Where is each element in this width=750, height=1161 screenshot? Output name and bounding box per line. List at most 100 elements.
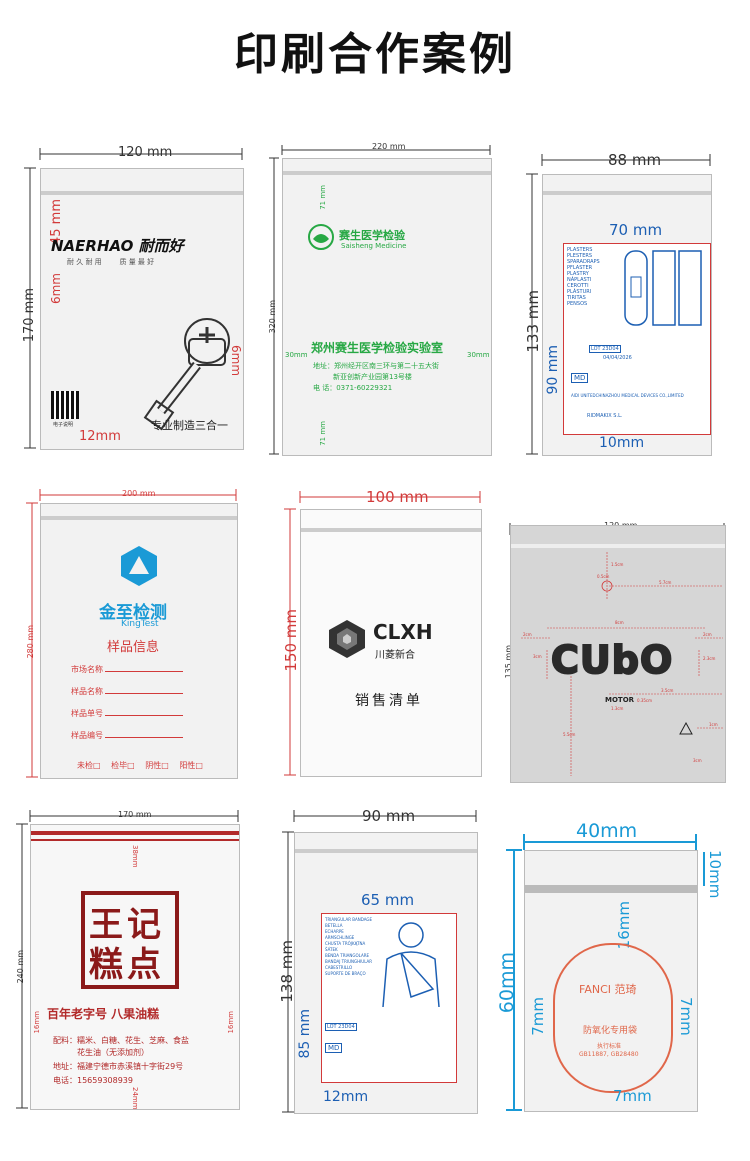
item-list: TRIANGULAR BANDAGE BETELLA ECHARPE ARMSC… bbox=[325, 917, 385, 977]
lot-number: LOT 23D04 bbox=[589, 345, 621, 353]
bag: 16mm FANCI 范琦 7mm 7mm 防氧化专用袋 执行标准 GB1188… bbox=[524, 850, 698, 1112]
qr-code bbox=[51, 391, 79, 419]
stamp-text-top: 王记 bbox=[89, 905, 165, 945]
list-item: PENSOS bbox=[567, 301, 588, 307]
top-margin-label: 10mm bbox=[706, 850, 724, 899]
zipper-strip bbox=[511, 544, 725, 548]
status-checkboxes: 未检□ 检毕□ 阴性□ 阳性□ bbox=[77, 760, 203, 771]
dimension-note: 1.5cm bbox=[611, 562, 624, 567]
width-label: 220 mm bbox=[372, 142, 406, 151]
list-item: PFLASTER bbox=[567, 265, 593, 271]
brand-en: KingTest bbox=[121, 619, 159, 629]
lab-name: 郑州赛生医学检验实验室 bbox=[311, 341, 444, 355]
width-label: 170 mm bbox=[118, 810, 152, 819]
width-label: 40mm bbox=[576, 820, 638, 842]
zipper-strip bbox=[301, 528, 481, 532]
form-field: 样品编号 bbox=[71, 730, 221, 752]
bottom-margin-label: 24mm bbox=[131, 1087, 139, 1110]
list-item: SUPORTE DE BRAÇO bbox=[325, 971, 366, 976]
dimension-note: 2cm bbox=[703, 632, 712, 637]
zipper-strip bbox=[295, 849, 477, 853]
checkbox-label: 检毕 bbox=[111, 761, 128, 770]
inner-width-label: 70 mm bbox=[609, 221, 663, 239]
bag: 金至检测 KingTest 样品信息 市场名称 样品名称 样品单号 样品编号 未… bbox=[40, 503, 238, 779]
zipper-strip-2 bbox=[31, 839, 239, 841]
expiry-date: 04/04/2026 bbox=[603, 355, 632, 361]
checkbox-label: 未检 bbox=[77, 761, 93, 770]
bag: 1.5cm 0.5cm 5.7cm 8cm 2cm 2cm 3cm 2.3cm … bbox=[510, 525, 726, 783]
dimension-note: 0.5cm bbox=[597, 574, 610, 579]
dimension-note: 8cm bbox=[615, 620, 624, 625]
product-label: 防氧化专用袋 bbox=[583, 1026, 638, 1036]
checkbox-icon[interactable]: □ bbox=[127, 761, 135, 770]
height-label: 150 mm bbox=[282, 609, 300, 672]
brand-name: FANCI 范琦 bbox=[579, 983, 637, 996]
dimension-note: 0.35cm bbox=[637, 698, 653, 703]
top-margin-label: 38mm bbox=[131, 845, 139, 868]
arm-sling-icon bbox=[382, 922, 440, 1008]
kingtest-logo-icon bbox=[121, 546, 157, 586]
top-margin-label: 71 mm bbox=[319, 185, 327, 210]
qr-label: 电子说明 bbox=[53, 422, 74, 428]
checkbox-icon[interactable]: □ bbox=[161, 761, 169, 770]
list-item: CABESTRILLO bbox=[325, 965, 353, 970]
lot-number: LOT 23D04 bbox=[325, 1023, 357, 1031]
width-label: 200 mm bbox=[122, 489, 156, 498]
left-margin-label: 30mm bbox=[285, 351, 308, 359]
dimension-note: 1.3cm bbox=[611, 706, 624, 711]
zipper-strip bbox=[31, 831, 239, 835]
checkbox-icon[interactable]: □ bbox=[195, 761, 203, 770]
list-item: PLASTERS bbox=[567, 247, 593, 253]
case-8: 90 mm 138 mm 65 mm 85 mm TRIANGULAR BAND… bbox=[270, 800, 500, 1120]
left-margin-label: 6mm bbox=[49, 273, 63, 305]
bag: 70 mm 90 mm PLASTERS PLESTERS SPARADRAPS… bbox=[542, 174, 712, 456]
checkbox-icon[interactable]: □ bbox=[93, 761, 101, 770]
case-2: 220 mm 320 mm 71 mm 赛生医学检验 Saisheng Medi… bbox=[260, 140, 500, 460]
width-label: 88 mm bbox=[608, 151, 662, 169]
md-badge: MD bbox=[571, 373, 589, 383]
case-4: 200 mm 280 mm 金至检测 KingTest 样品信息 市场名称 样品… bbox=[0, 485, 250, 785]
address: 地址：福建宁德市赤溪镇十字街29号 bbox=[53, 1062, 184, 1071]
label-panel bbox=[563, 243, 711, 435]
height-label: 170 mm bbox=[22, 288, 37, 343]
list-item: SPARADRAPS bbox=[567, 259, 600, 265]
brand-cn: 川菱新合 bbox=[375, 650, 415, 661]
dimension-note: 1cm bbox=[709, 722, 718, 727]
dimension-note: 3cm bbox=[693, 758, 702, 763]
saisheng-logo-icon bbox=[308, 224, 334, 250]
plaster-icon bbox=[624, 250, 702, 326]
bottom-margin-label: 10mm bbox=[599, 435, 645, 451]
dimension-note: 2cm bbox=[523, 632, 532, 637]
product-label: 销售清单 bbox=[355, 693, 423, 709]
checkbox-label: 阴性 bbox=[145, 761, 162, 770]
lab-address-2: 新亚创新产业园第13号楼 bbox=[333, 373, 412, 381]
list-item: PLASTRY bbox=[567, 271, 589, 277]
width-label: 90 mm bbox=[362, 807, 416, 825]
brand-name: CLXH bbox=[373, 620, 433, 644]
dimension-note: 5.7cm bbox=[659, 580, 672, 585]
dimension-note: 2.3cm bbox=[703, 656, 716, 661]
lab-address: 地址：郑州经开区南三环与第二十五大街 bbox=[313, 362, 439, 370]
case-3: 88 mm 133 mm 70 mm 90 mm PLASTERS PLESTE… bbox=[510, 140, 750, 460]
dimension-note: 3.5cm bbox=[661, 688, 674, 693]
label-panel bbox=[321, 913, 457, 1083]
form-field: 样品名称 bbox=[71, 686, 221, 708]
bag: 71 mm 赛生医学检验 Saisheng Medicine 郑州赛生医学检验实… bbox=[282, 158, 492, 456]
brand-slogan: 耐 久 耐 用 质 量 最 好 bbox=[67, 258, 155, 266]
stamp-text-bottom: 糕点 bbox=[89, 945, 165, 985]
list-item: TIRITAS bbox=[567, 295, 586, 301]
bottom-margin-label: 12mm bbox=[323, 1089, 369, 1105]
left-margin-label: 7mm bbox=[529, 997, 547, 1036]
height-label: 60mm bbox=[496, 952, 518, 1014]
inner-height-label: 90 mm bbox=[545, 345, 561, 395]
lab-phone: 电 话：0371-60229321 bbox=[313, 384, 393, 392]
recycle-icon bbox=[679, 722, 693, 735]
bag: 38mm 王记 糕点 百年老字号 八果油糕 16mm 16mm 配料：糯米、白糖… bbox=[30, 824, 240, 1110]
list-item: PLESTERS bbox=[567, 253, 592, 259]
case-7: 170 mm 240 mm 38mm 王记 糕点 百年老字号 八果油糕 16mm… bbox=[0, 800, 250, 1120]
dimension-lines bbox=[284, 491, 481, 776]
page-title: 印刷合作案例 bbox=[234, 29, 516, 80]
height-label: 133 mm bbox=[524, 290, 542, 353]
list-item: BETELLA bbox=[325, 923, 343, 928]
form-field: 市场名称 bbox=[71, 664, 221, 686]
